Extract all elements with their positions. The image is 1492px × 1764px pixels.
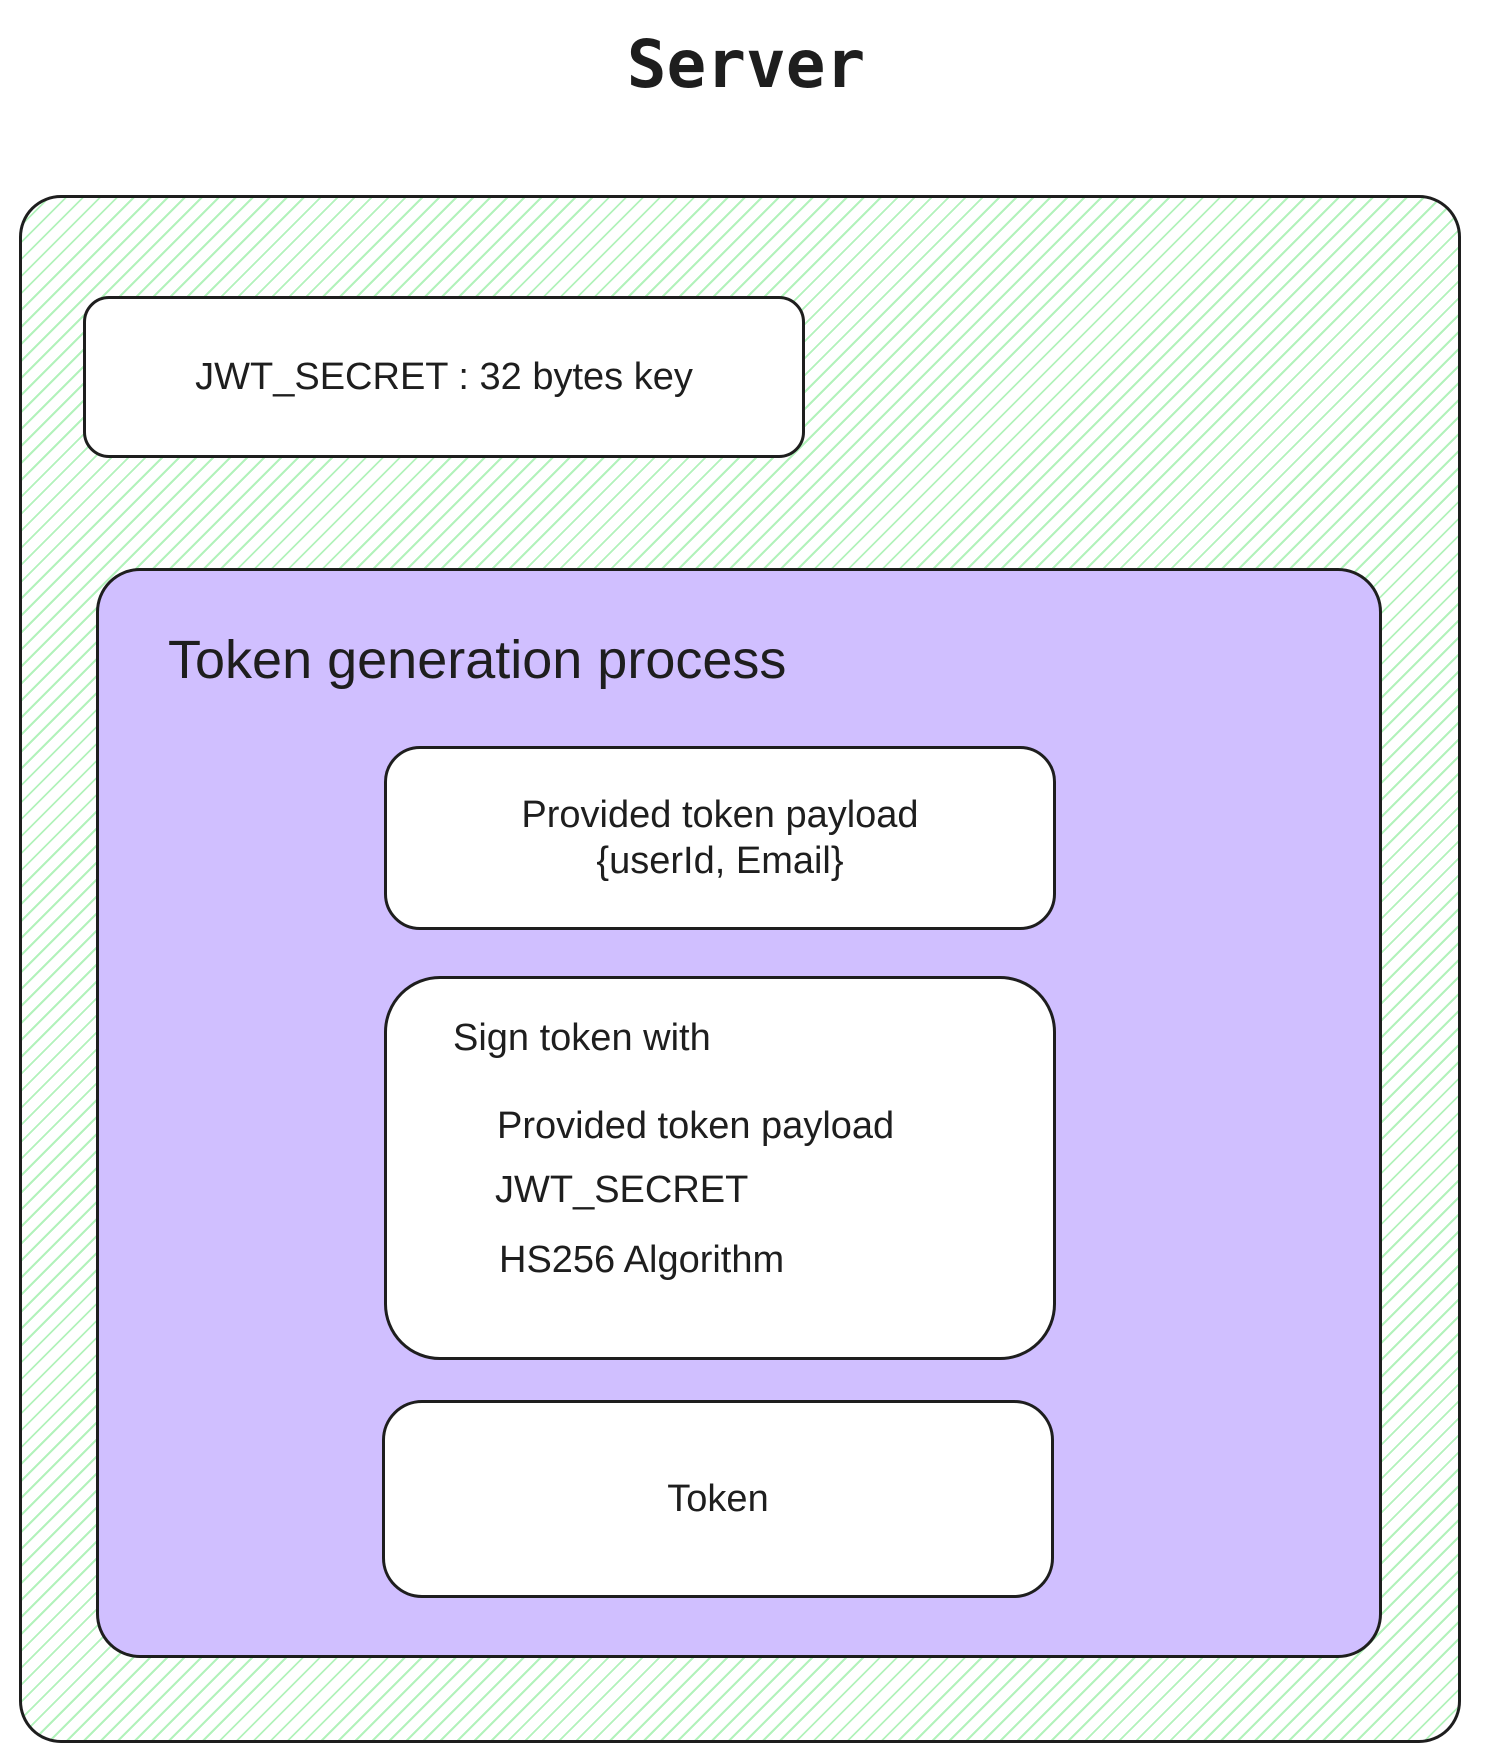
- sign-item-algorithm: HS256 Algorithm: [499, 1239, 785, 1281]
- token-box: Token: [382, 1400, 1054, 1598]
- jwt-secret-box: JWT_SECRET : 32 bytes key: [83, 296, 805, 458]
- sign-heading: Sign token with: [453, 1017, 711, 1059]
- sign-item-payload: Provided token payload: [497, 1105, 895, 1147]
- server-title: Server: [626, 26, 866, 103]
- token-label: Token: [667, 1477, 769, 1520]
- payload-line-1: Provided token payload: [521, 794, 919, 836]
- sign-item-secret: JWT_SECRET: [495, 1169, 749, 1211]
- payload-line-2: {userId, Email}: [596, 840, 844, 882]
- jwt-secret-label: JWT_SECRET : 32 bytes key: [195, 355, 693, 398]
- sign-token-box: Sign token with Provided token payload J…: [384, 976, 1056, 1360]
- payload-box: Provided token payload {userId, Email}: [384, 746, 1056, 930]
- process-title: Token generation process: [168, 630, 787, 690]
